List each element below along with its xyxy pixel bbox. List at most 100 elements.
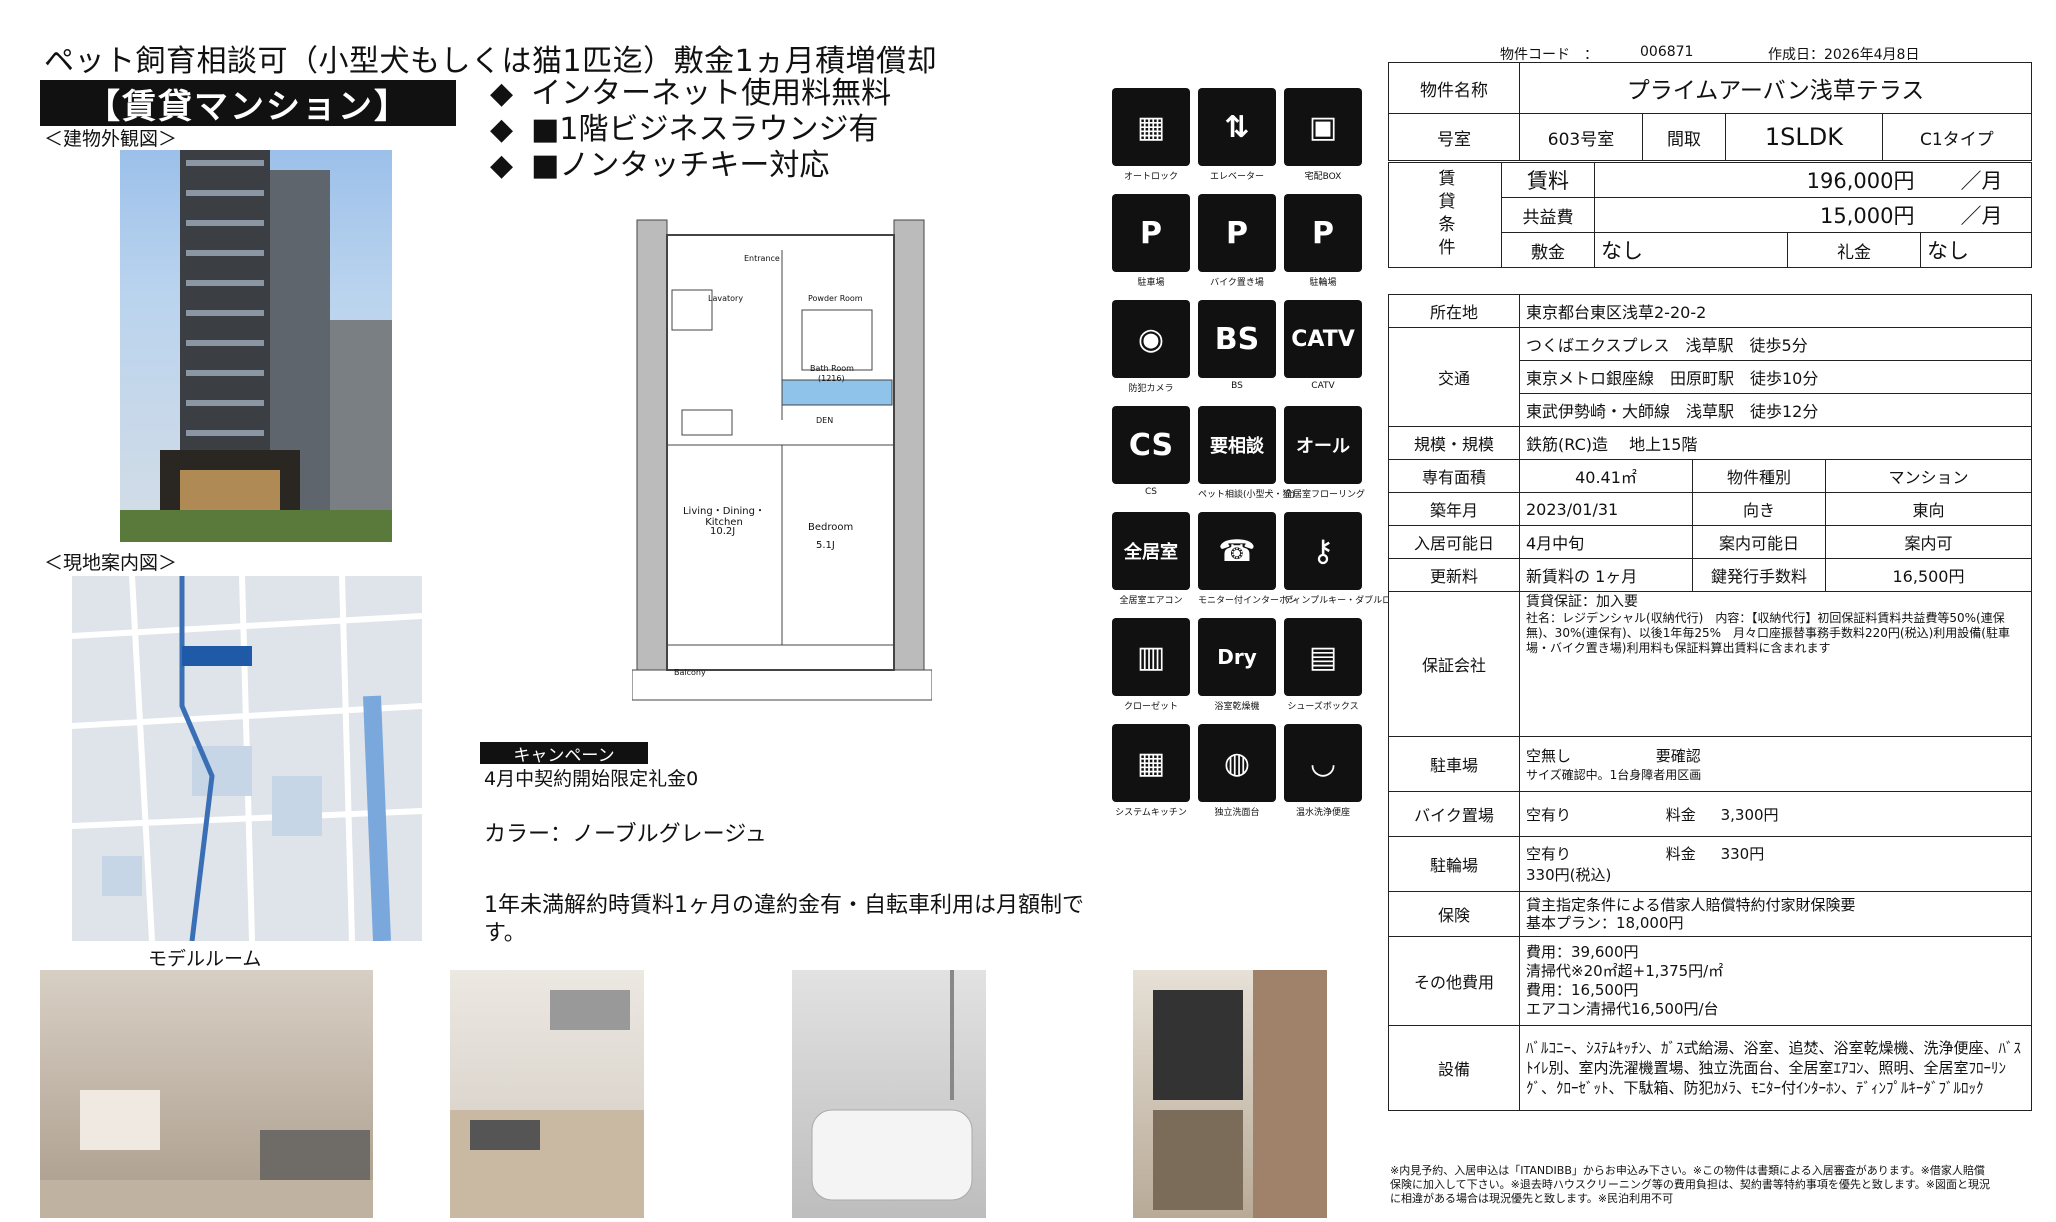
icon-caption: CS: [1145, 487, 1157, 497]
model-room-label: モデルルーム: [148, 948, 262, 970]
move-in-value: 4月中旬: [1519, 525, 1693, 559]
model-room-bath-photo: [792, 970, 986, 1218]
property-type-badge: 【賃貸マンション】: [40, 80, 456, 127]
room-ldk-size: 10.2J: [710, 526, 736, 537]
room-bedroom-size: 5.1J: [816, 540, 835, 551]
car-parking-value: 空無し: [1526, 747, 1572, 765]
room-label: 号室: [1388, 113, 1520, 161]
renewal-value: 新賃料の 1ヶ月: [1519, 558, 1693, 592]
floor-plan: Living・Dining・Kitchen 10.2J Bedroom 5.1J…: [631, 190, 933, 710]
pet-consult-icon: 要相談: [1198, 406, 1276, 484]
bike-fee-label: 料金: [1665, 805, 1696, 824]
details-table: 所在地 東京都台東区浅草2-20-2 交通 つくばエクスプレス 浅草駅 徒歩5分…: [1388, 294, 2032, 1111]
other-fee-line: エアコン清掃代16,500円/台: [1526, 1000, 1719, 1018]
parking-icon: P: [1112, 194, 1190, 272]
room-ldk-label: Living・Dining・Kitchen: [682, 506, 765, 528]
model-room-kitchen-photo: [450, 970, 644, 1218]
icon-caption: 浴室乾燥機: [1214, 702, 1260, 712]
structure-label: 規模・規模: [1388, 426, 1520, 460]
bicycle-fee-label: 料金: [1665, 845, 1696, 863]
cs-icon: CS: [1112, 406, 1190, 484]
transit-line: つくばエクスプレス 浅草駅 徒歩5分: [1519, 327, 2032, 361]
common-per-month: ／月: [1920, 197, 2032, 233]
feature-bullet: ■1階ビジネスラウンジ有: [490, 112, 891, 148]
layout-type: C1タイプ: [1882, 113, 2033, 161]
rent-value: 196,000円: [1594, 162, 1921, 198]
rent-label: 賃料: [1501, 162, 1595, 198]
icon-caption: ペット相談(小型犬・猫): [1198, 490, 1296, 500]
footnote: ※内見予約、入居申込は「ITANDIBB」からお申込み下さい。※この物件は書類に…: [1390, 1164, 1990, 1205]
campaign-badge: キャンペーン: [480, 742, 648, 766]
guarantor-head: 賃貸保証：加入要: [1526, 594, 1638, 610]
viewing-label: 案内可能日: [1692, 525, 1826, 559]
direction-label: 向き: [1692, 492, 1826, 526]
icon-caption: バイク置き場: [1210, 278, 1264, 288]
autolock-icon: ▦: [1112, 88, 1190, 166]
address-label: 所在地: [1388, 294, 1520, 328]
guarantor-text: 社名：レジデンシャル(収納代行) 内容：【収納代行】初回保証料賃料共益費等50%…: [1526, 611, 2010, 655]
icon-caption: システムキッチン: [1115, 808, 1187, 818]
room-number: 603号室: [1519, 113, 1643, 161]
viewing-value: 案内可: [1825, 525, 2032, 559]
icon-caption: 駐輪場: [1309, 278, 1337, 288]
car-parking-note: サイズ確認中。1台身障者用区画: [1526, 768, 1702, 782]
icon-caption: エレベーター: [1209, 172, 1264, 182]
bicycle-parking-icon: P: [1284, 194, 1362, 272]
icon-caption: 全居室エアコン: [1119, 596, 1183, 606]
area-label: 専有面積: [1388, 459, 1520, 493]
room-bath-label: Bath Room: [810, 364, 854, 373]
property-name: プライムアーバン浅草テラス: [1519, 62, 2032, 114]
feature-bullet: ■ノンタッチキー対応: [490, 148, 891, 184]
key-fee-value: 16,500円: [1825, 558, 2032, 592]
delivery-box-icon: ▣: [1284, 88, 1362, 166]
headline: ペット飼育相談可（小型犬もしくは猫1匹迄）敷金1ヵ月積増償却: [44, 44, 938, 79]
closet-icon: ▥: [1112, 618, 1190, 696]
icon-caption: CATV: [1311, 381, 1335, 391]
flooring-icon: オール: [1284, 406, 1362, 484]
transit-line: 東京メトロ銀座線 田原町駅 徒歩10分: [1519, 360, 2032, 394]
map-label: ＜現地案内図＞: [44, 552, 178, 574]
equipment-label: 設備: [1388, 1025, 1520, 1111]
air-conditioner-icon: 全居室: [1112, 512, 1190, 590]
area-value: 40.41㎡: [1519, 459, 1693, 493]
intercom-icon: ☎: [1198, 512, 1276, 590]
transit-line: 東武伊勢崎・大師線 浅草駅 徒歩12分: [1519, 393, 2032, 427]
icon-caption: 宅配BOX: [1304, 172, 1342, 182]
insurance-line: 貸主指定条件による借家人賠償特約付家財保険要: [1526, 896, 1856, 914]
car-parking-check: 要確認: [1655, 747, 1701, 765]
property-code: 006871: [1640, 44, 1694, 60]
deposit-value: なし: [1594, 232, 1788, 268]
bicycle-parking-label: 駐輪場: [1388, 836, 1520, 892]
icon-caption: クローゼット: [1123, 702, 1178, 712]
other-fees-label: その他費用: [1388, 936, 1520, 1026]
room-bedroom-label: Bedroom: [808, 522, 854, 533]
penalty-note: 1年未満解約時賃料1ヶ月の違約金有・自転車利用は月額制です。: [484, 893, 1084, 946]
bath-dryer-icon: Dry: [1198, 618, 1276, 696]
model-room-living-photo: [40, 970, 373, 1218]
insurance-label: 保険: [1388, 891, 1520, 937]
feature-bullet: インターネット使用料無料: [490, 76, 891, 112]
shoebox-icon: ▤: [1284, 618, 1362, 696]
room-den-label: DEN: [816, 416, 834, 425]
other-fee-line: 費用：16,500円: [1526, 981, 1639, 999]
exterior-label: ＜建物外観図＞: [44, 128, 178, 150]
location-map: [72, 576, 422, 941]
rent-table: 賃貸条件 賃料 196,000円 ／月 共益費 15,000円 ／月 敷金 なし…: [1388, 162, 2032, 268]
icon-caption: 防犯カメラ: [1128, 384, 1174, 394]
bicycle-parking-value: 空有り: [1526, 845, 1572, 863]
icon-caption: オートロック: [1123, 172, 1178, 182]
direction-value: 東向: [1825, 492, 2032, 526]
bike-parking-value: 空有り: [1526, 805, 1572, 824]
key-fee-label: 鍵発行手数料: [1692, 558, 1826, 592]
car-parking-label: 駐車場: [1388, 736, 1520, 792]
room-bath-size: (1216): [818, 374, 845, 383]
icon-caption: 駐車場: [1137, 278, 1165, 288]
feature-bullets: インターネット使用料無料 ■1階ビジネスラウンジ有 ■ノンタッチキー対応: [490, 76, 891, 184]
room-powder-label: Powder Room: [808, 294, 863, 303]
bicycle-fee-value: 330円: [1720, 845, 1765, 863]
address-value: 東京都台東区浅草2-20-2: [1519, 294, 2032, 328]
catv-icon: CATV: [1284, 300, 1362, 378]
icon-caption: モニター付インターホン: [1198, 596, 1298, 606]
layout-label: 間取: [1642, 113, 1726, 161]
icon-caption: シューズボックス: [1287, 702, 1359, 712]
